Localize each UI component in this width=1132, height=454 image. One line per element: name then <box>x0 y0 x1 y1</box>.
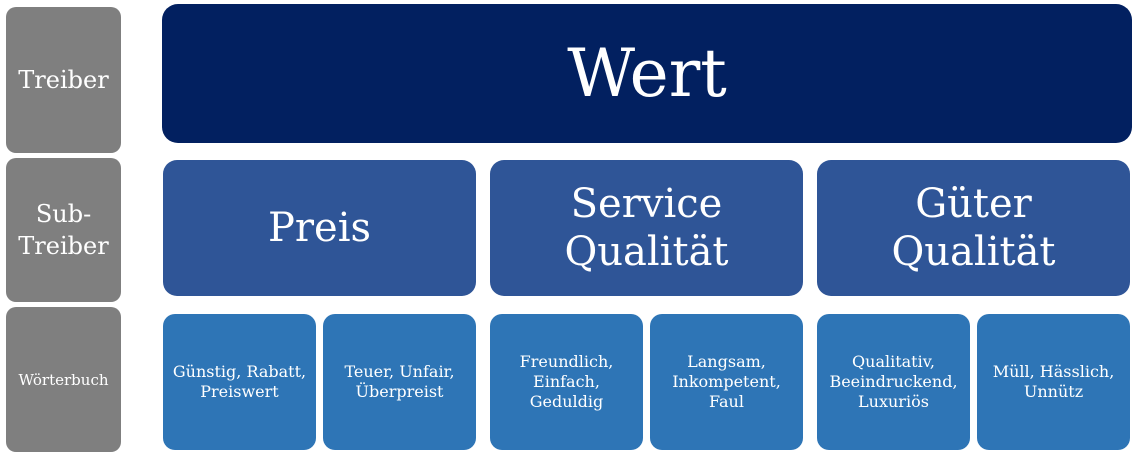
dictionary-box: Günstig, Rabatt, Preiswert <box>163 314 316 450</box>
dictionary-terms: Langsam, Inkompetent, Faul <box>672 352 781 411</box>
dictionary-terms: Qualitativ, Beeindruckend, Luxuriös <box>829 352 958 411</box>
dictionary-terms: Müll, Hässlich, Unnütz <box>992 362 1115 401</box>
level-label-driver-text: Treiber <box>18 66 109 94</box>
dictionary-box: Müll, Hässlich, Unnütz <box>977 314 1130 450</box>
level-label-sub-driver-text: Sub- Treiber <box>18 200 109 260</box>
level-label-dictionary-text: Wörterbuch <box>18 370 109 389</box>
sub-driver-label: Güter Qualität <box>891 181 1056 275</box>
dictionary-box: Freundlich, Einfach, Geduldig <box>490 314 643 450</box>
level-label-sub-driver: Sub- Treiber <box>6 158 121 302</box>
level-label-dictionary: Wörterbuch <box>6 307 121 452</box>
driver-box-wert: Wert <box>162 4 1132 143</box>
sub-driver-service-qualitaet: Service Qualität <box>490 160 803 296</box>
sub-driver-preis: Preis <box>163 160 476 296</box>
dictionary-terms: Freundlich, Einfach, Geduldig <box>519 352 614 411</box>
dictionary-box: Teuer, Unfair, Überpreist <box>323 314 476 450</box>
sub-driver-label: Service Qualität <box>564 181 729 275</box>
dictionary-terms: Günstig, Rabatt, Preiswert <box>172 362 307 401</box>
dictionary-box: Langsam, Inkompetent, Faul <box>650 314 803 450</box>
sub-driver-gueter-qualitaet: Güter Qualität <box>817 160 1130 296</box>
driver-label: Wert <box>567 35 727 112</box>
sub-driver-label: Preis <box>267 205 372 251</box>
dictionary-box: Qualitativ, Beeindruckend, Luxuriös <box>817 314 970 450</box>
dictionary-terms: Teuer, Unfair, Überpreist <box>344 362 455 401</box>
level-label-driver: Treiber <box>6 7 121 153</box>
